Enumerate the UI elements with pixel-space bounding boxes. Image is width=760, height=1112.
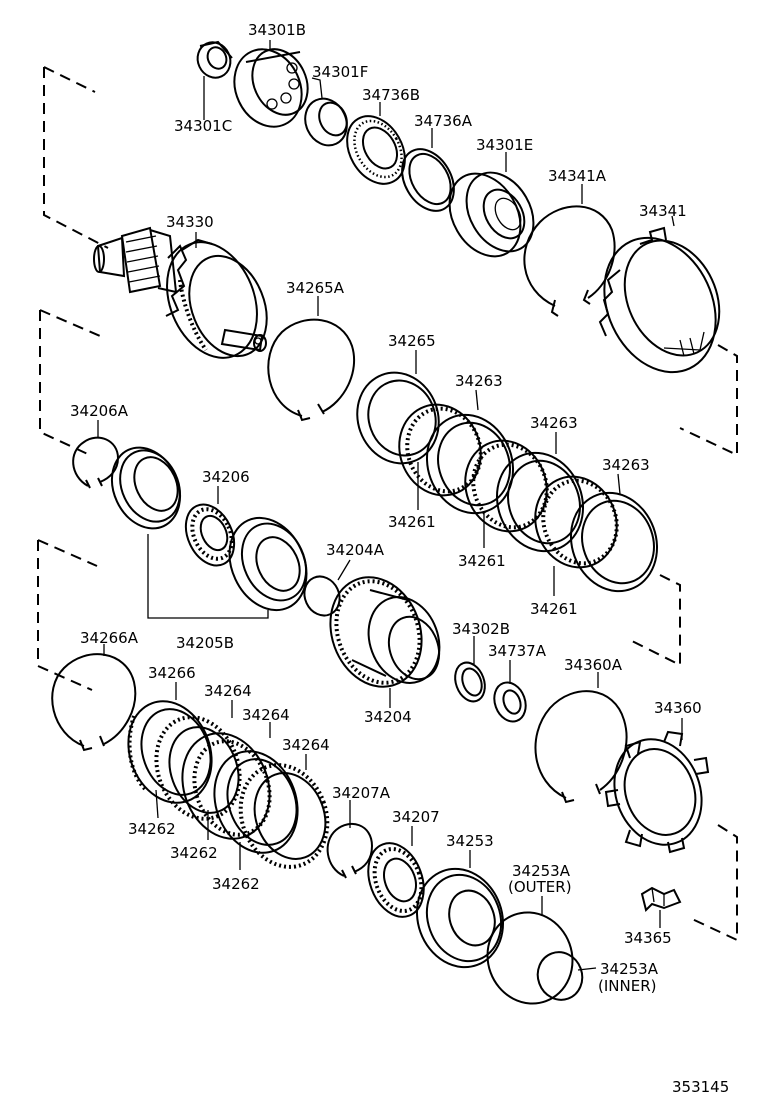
part-34330-shaft xyxy=(93,226,268,359)
label-34262-3: 34262 xyxy=(212,875,260,893)
label-34360: 34360 xyxy=(654,699,702,717)
part-34360-hub xyxy=(604,730,710,854)
clutch-pack-upper xyxy=(356,371,659,593)
label-34301F: 34301F xyxy=(312,63,368,81)
label-34341A: 34341A xyxy=(548,167,607,185)
part-34341A-snap-ring xyxy=(523,205,616,317)
part-34737A-bearing xyxy=(493,681,527,723)
figure-number: 353145 xyxy=(672,1078,729,1096)
label-34330: 34330 xyxy=(166,213,214,231)
label-34266: 34266 xyxy=(148,664,196,682)
label-34261-1: 34261 xyxy=(388,513,436,531)
label-34264-3: 34264 xyxy=(282,736,330,754)
leader-34205B xyxy=(147,534,269,619)
label-34266A: 34266A xyxy=(80,629,139,647)
label-outer-note: (OUTER) xyxy=(508,878,572,896)
label-34301E: 34301E xyxy=(476,136,533,154)
part-34266A-snap-ring xyxy=(51,653,137,752)
part-34736B-bearing xyxy=(346,115,406,185)
part-34253A-outer-seal xyxy=(486,911,574,1005)
label-34360A: 34360A xyxy=(564,656,623,674)
label-34265: 34265 xyxy=(388,332,436,350)
label-34206: 34206 xyxy=(202,468,250,486)
part-34301E-bearing xyxy=(448,171,535,258)
label-34205B: 34205B xyxy=(176,634,234,652)
label-34736A: 34736A xyxy=(414,112,473,130)
frame-dashed-lines xyxy=(37,66,738,942)
label-34365: 34365 xyxy=(624,929,672,947)
label-34736B: 34736B xyxy=(362,86,420,104)
part-34253-piston xyxy=(415,867,505,969)
part-34204-drum xyxy=(329,576,441,688)
label-34263-1: 34263 xyxy=(455,372,503,390)
label-34206A: 34206A xyxy=(70,402,129,420)
part-34365-clip xyxy=(640,886,682,912)
label-34265A: 34265A xyxy=(286,279,345,297)
label-34262-1: 34262 xyxy=(128,820,176,838)
part-34301C-nut xyxy=(196,40,233,79)
label-34301C: 34301C xyxy=(174,117,232,135)
label-34263-3: 34263 xyxy=(602,456,650,474)
label-34207: 34207 xyxy=(392,808,440,826)
part-labels: 34301B 34301F 34301C 34736B 34736A 34301… xyxy=(70,21,729,1096)
part-34205B-piston-inner xyxy=(228,516,308,612)
label-34204A: 34204A xyxy=(326,541,385,559)
leader-lines xyxy=(97,40,683,971)
label-34207A: 34207A xyxy=(332,784,391,802)
part-34207-one-way-clutch xyxy=(367,842,425,918)
label-inner-note: (INNER) xyxy=(598,977,656,995)
part-34265A-snap-ring xyxy=(267,318,356,422)
label-34341: 34341 xyxy=(639,202,687,220)
label-34301B: 34301B xyxy=(248,21,306,39)
part-34207A-snap-ring xyxy=(326,822,374,879)
label-34261-3: 34261 xyxy=(530,600,578,618)
part-34302B-race xyxy=(454,661,486,703)
label-34737A: 34737A xyxy=(488,642,547,660)
label-34253: 34253 xyxy=(446,832,494,850)
label-34263-2: 34263 xyxy=(530,414,578,432)
label-34204: 34204 xyxy=(364,708,412,726)
part-34736A-washer xyxy=(401,148,455,212)
part-34253A-inner-seal xyxy=(536,951,584,1001)
label-34262-2: 34262 xyxy=(170,844,218,862)
part-34301B-bearing xyxy=(233,48,309,128)
label-34261-2: 34261 xyxy=(458,552,506,570)
label-34253A-outer: 34253A xyxy=(512,862,571,880)
label-34302B: 34302B xyxy=(452,620,510,638)
label-34264-1: 34264 xyxy=(204,682,252,700)
part-34360A-snap-ring xyxy=(534,690,628,804)
clutch-pack-lower xyxy=(127,700,330,869)
part-34206-one-way-clutch xyxy=(184,503,236,567)
part-34301F-race xyxy=(304,97,348,147)
part-34341-drum xyxy=(598,226,721,374)
part-34205B-piston-outer xyxy=(110,446,182,530)
label-34264-2: 34264 xyxy=(242,706,290,724)
label-34253A-inner: 34253A xyxy=(600,960,659,978)
